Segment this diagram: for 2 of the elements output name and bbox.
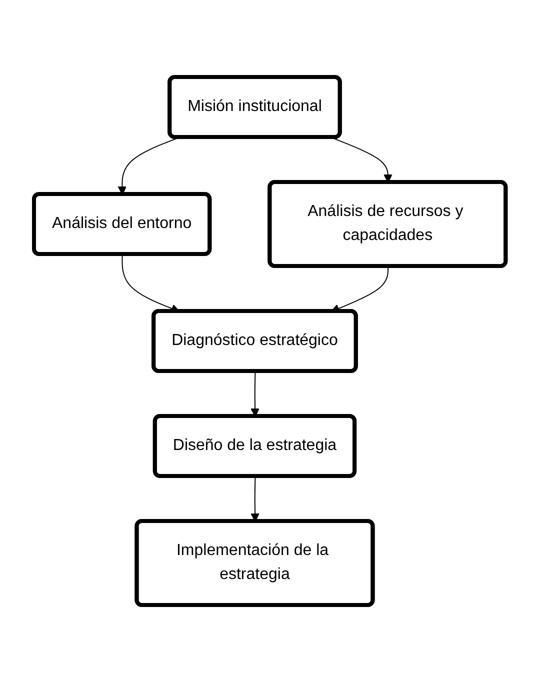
arrow <box>250 370 260 416</box>
arrow <box>250 476 260 522</box>
